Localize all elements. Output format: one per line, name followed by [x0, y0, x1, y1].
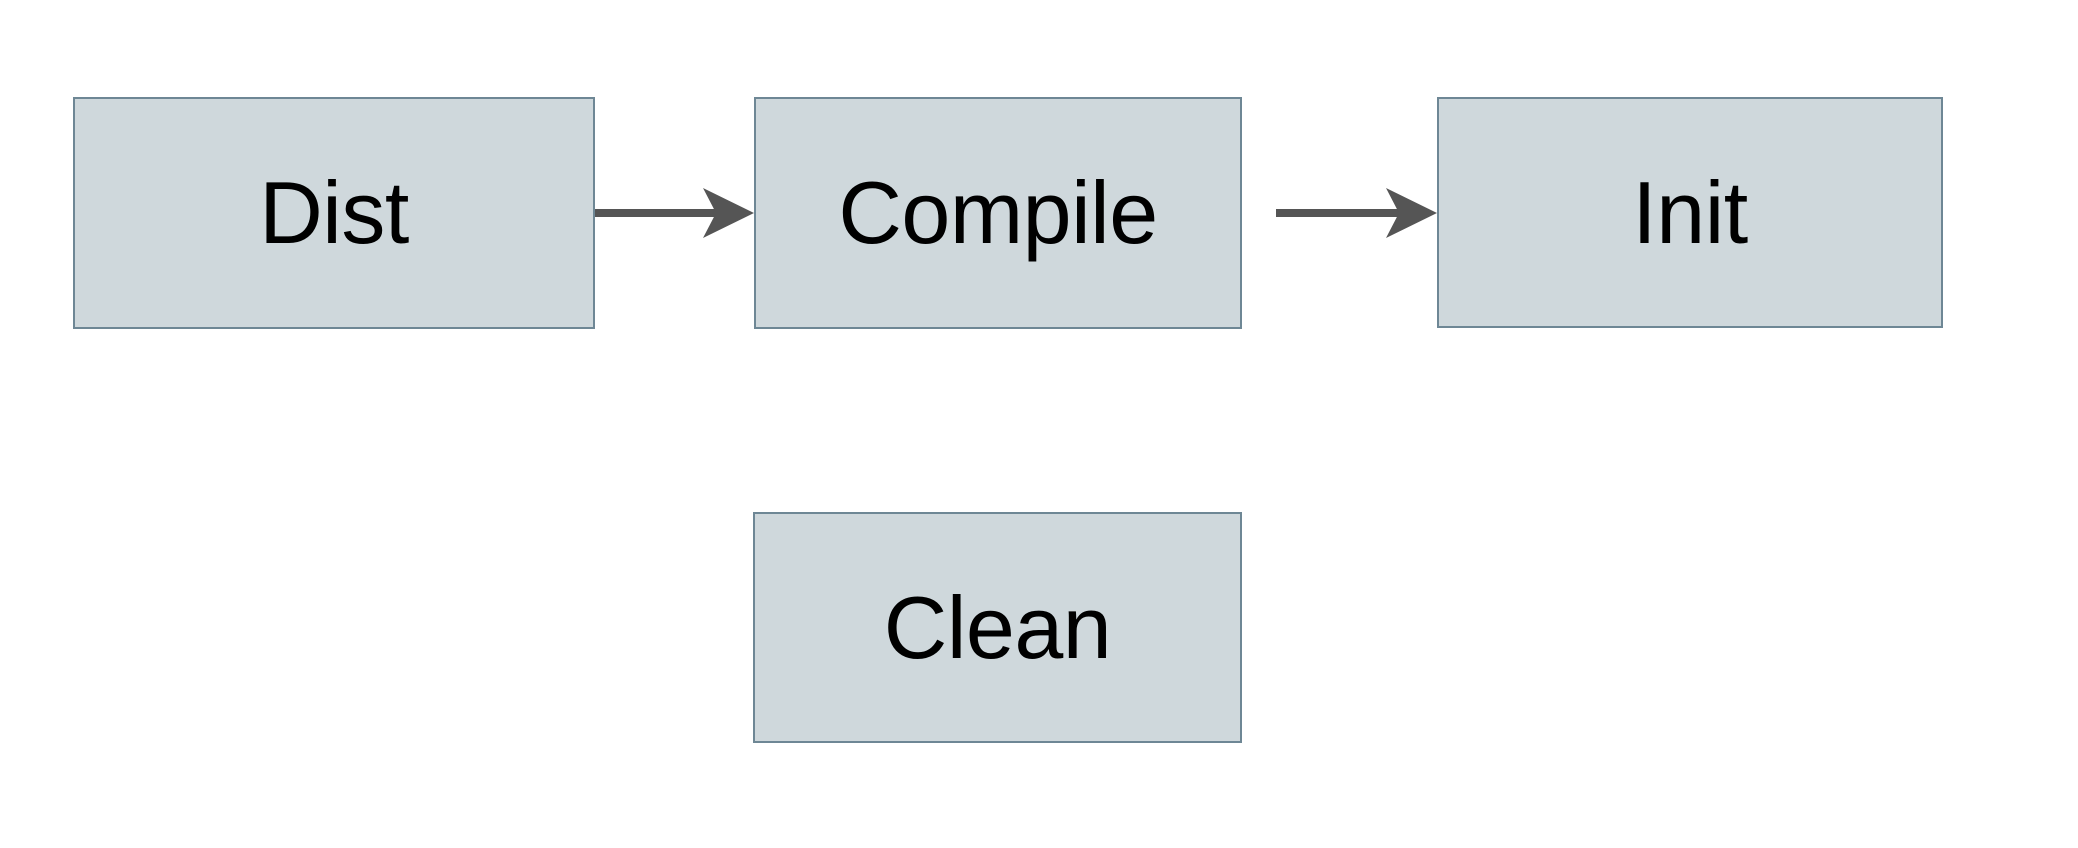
- node-clean-label: Clean: [883, 577, 1112, 677]
- edge-dist-to-compile[interactable]: [595, 188, 754, 238]
- node-init[interactable]: Init: [1437, 97, 1943, 328]
- node-dist-label: Dist: [259, 163, 409, 262]
- node-dist[interactable]: Dist: [73, 97, 595, 329]
- edge-dist-to-compile-arrowhead: [703, 188, 754, 238]
- node-compile-label: Compile: [838, 163, 1158, 262]
- node-clean[interactable]: Clean: [753, 512, 1242, 743]
- node-init-label: Init: [1632, 162, 1748, 262]
- edge-compile-to-init[interactable]: [1276, 188, 1437, 238]
- edge-compile-to-init-arrowhead: [1386, 188, 1437, 238]
- node-compile[interactable]: Compile: [754, 97, 1242, 329]
